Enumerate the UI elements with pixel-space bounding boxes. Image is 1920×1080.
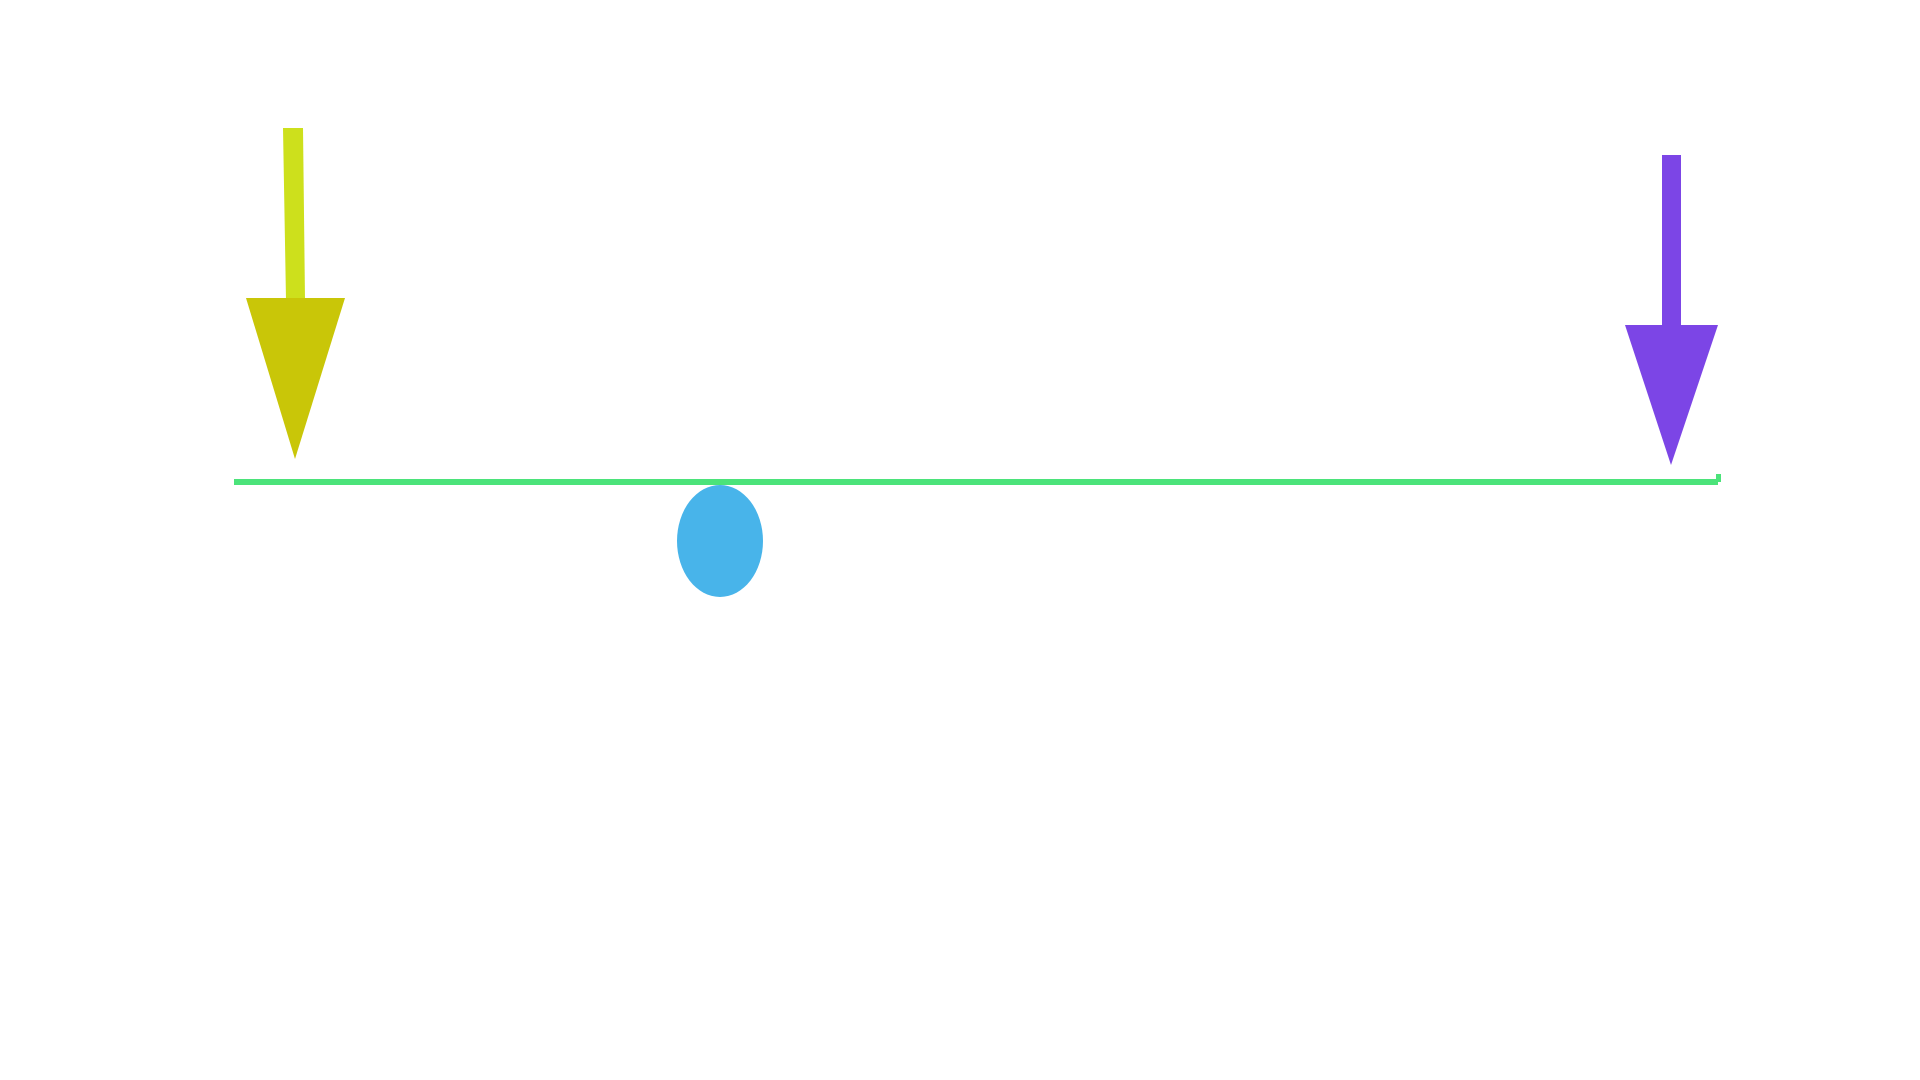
beam-line bbox=[234, 479, 1718, 485]
right-arrow-stem bbox=[1662, 155, 1681, 326]
right-arrow-head bbox=[1625, 325, 1718, 465]
left-arrow-stem bbox=[283, 128, 305, 300]
support-ellipse bbox=[677, 485, 763, 597]
left-arrow-head bbox=[246, 298, 345, 459]
beam-end-tick bbox=[1716, 474, 1721, 482]
